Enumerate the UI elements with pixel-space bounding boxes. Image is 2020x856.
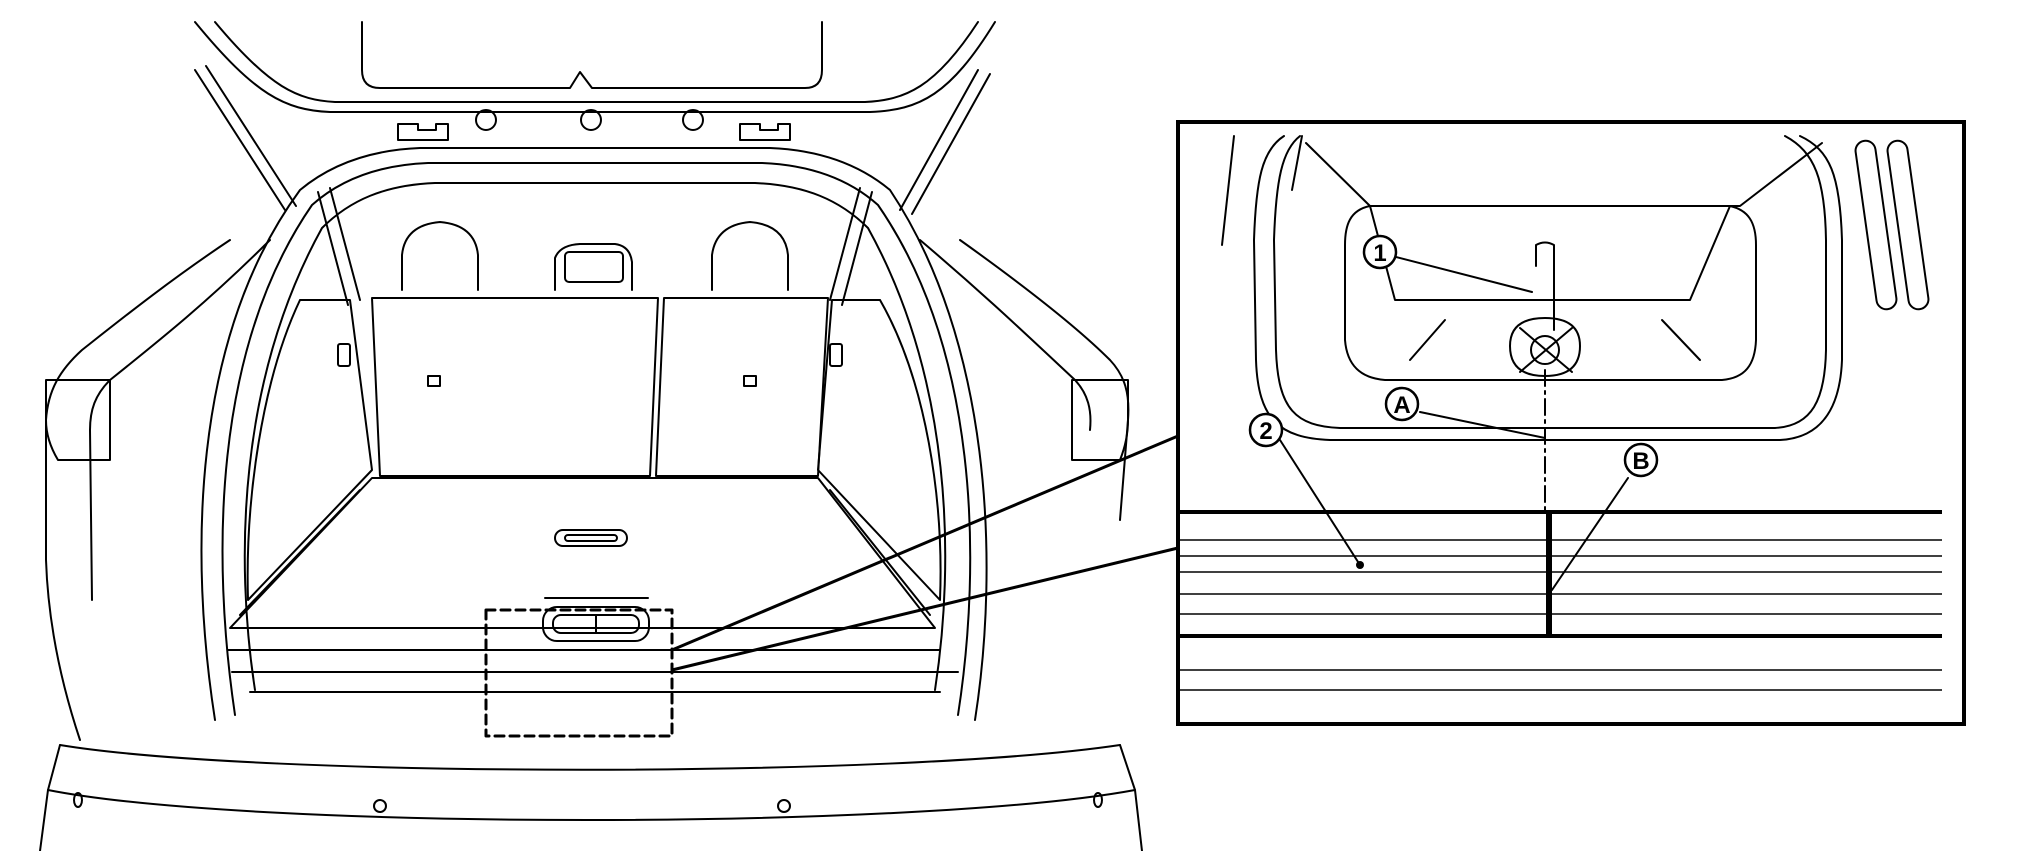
svg-text:A: A bbox=[1393, 392, 1410, 419]
taillight-right bbox=[1071, 379, 1129, 461]
seat-release-right bbox=[743, 375, 757, 387]
callout-2: 2 bbox=[1248, 412, 1284, 448]
hook-base bbox=[1509, 317, 1581, 377]
callout-1: 1 bbox=[1362, 234, 1398, 270]
seatbelt-left bbox=[317, 187, 361, 306]
taillight-left bbox=[45, 379, 111, 461]
liftgate-window bbox=[361, 21, 823, 89]
center-display bbox=[564, 251, 624, 283]
cargo-opening bbox=[200, 147, 988, 721]
headrest-right bbox=[711, 221, 789, 291]
seat-release-left bbox=[427, 375, 441, 387]
zoom-selection-box bbox=[484, 608, 674, 738]
hook-shaft bbox=[1535, 241, 1555, 331]
zoom-detail-panel: 1 A 2 B bbox=[1176, 120, 1966, 726]
liftgate-strut-left bbox=[194, 65, 297, 211]
vehicle-rear-view bbox=[39, 21, 1143, 852]
svg-text:1: 1 bbox=[1373, 240, 1386, 267]
seatback-left bbox=[371, 297, 659, 477]
liftgate bbox=[194, 21, 996, 215]
zoom-panel-frame bbox=[1176, 120, 1966, 726]
headrest-left bbox=[401, 221, 479, 291]
cargo-floor bbox=[227, 477, 959, 693]
liftgate-strut-right bbox=[899, 69, 991, 215]
liftgate-bolt-left bbox=[475, 109, 497, 131]
body-quarter-panels bbox=[45, 239, 1130, 741]
svg-text:B: B bbox=[1632, 448, 1649, 475]
cargo-floor-handle bbox=[554, 529, 628, 547]
floorboard-handle-detail bbox=[542, 597, 650, 642]
callout-B: B bbox=[1623, 442, 1659, 478]
headrest-center bbox=[554, 243, 633, 291]
handle-recess-outer bbox=[1253, 135, 1843, 441]
liftgate-bolt-center bbox=[580, 109, 602, 131]
callout-A: A bbox=[1384, 386, 1420, 422]
seatback-right bbox=[655, 297, 829, 477]
liftgate-bolt-right bbox=[682, 109, 704, 131]
rear-bumper bbox=[39, 744, 1143, 852]
leader-dot-2 bbox=[1356, 561, 1364, 569]
svg-text:2: 2 bbox=[1259, 418, 1272, 445]
rear-seats bbox=[317, 187, 873, 477]
zoom-leader-lines bbox=[671, 434, 1179, 672]
seatbelt-right bbox=[829, 187, 873, 306]
floor-board-lines bbox=[1180, 510, 1942, 691]
roof-hinges bbox=[397, 123, 791, 141]
cargo-side-trims bbox=[246, 299, 942, 601]
